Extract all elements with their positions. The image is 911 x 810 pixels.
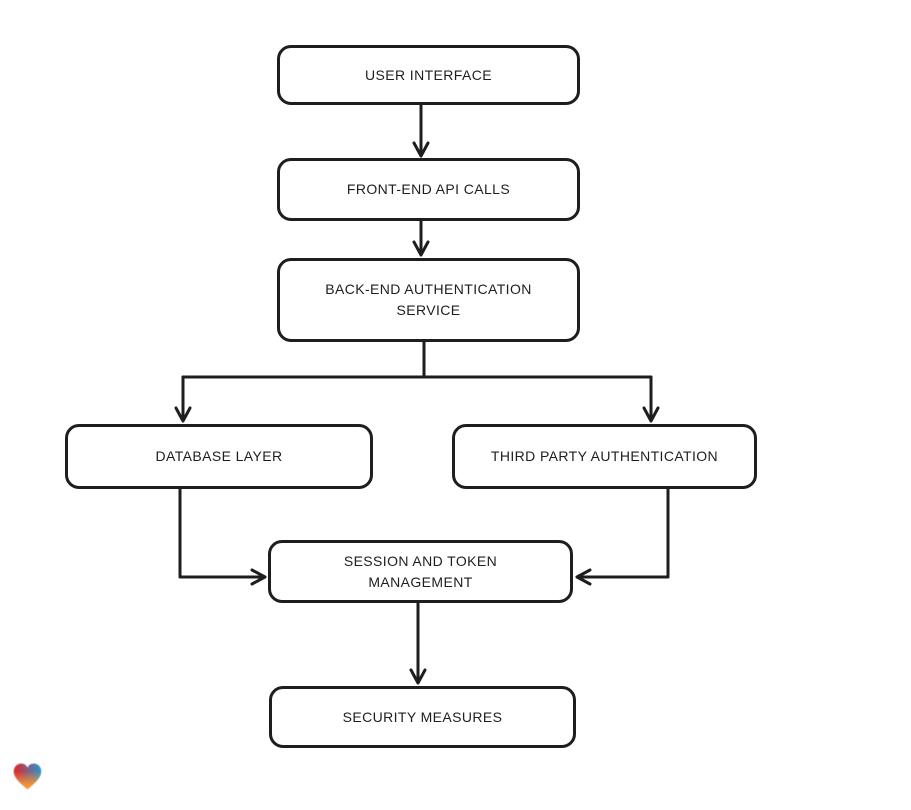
node-label: SESSION AND TOKEN MANAGEMENT (343, 552, 498, 590)
node-label: USER INTERFACE (365, 66, 492, 83)
edge-third-party-to-session-management (575, 487, 670, 586)
edge-back-end-to-third-party-authentication (642, 375, 660, 423)
heart-logo[interactable] (11, 760, 44, 793)
edge-back-end-to-database-layer (174, 375, 192, 423)
heart-icon (13, 763, 42, 790)
edge-session-management-to-security-measures (409, 601, 427, 685)
node-label: SECURITY MEASURES (342, 708, 503, 725)
node-label: BACK-END AUTHENTICATION SERVICE (325, 281, 532, 318)
node-third-party-authentication: THIRD PARTY AUTHENTICATION (452, 424, 757, 489)
node-front-end-api-calls: FRONT-END API CALLS (277, 158, 580, 221)
edge-back-end-branch-trunk (181, 340, 653, 379)
node-security-measures: SECURITY MEASURES (269, 686, 576, 748)
node-label: THIRD PARTY AUTHENTICATION (490, 448, 719, 464)
node-label: FRONT-END API CALLS (346, 181, 511, 197)
edge-user-interface-to-front-end-api-calls (412, 102, 430, 158)
node-session-and-token-management: SESSION AND TOKEN MANAGEMENT (268, 540, 573, 603)
node-database-layer: DATABASE LAYER (65, 424, 373, 489)
node-label: DATABASE LAYER (155, 448, 283, 464)
edge-front-end-api-calls-to-back-end-authentication-service (412, 219, 430, 257)
node-user-interface: USER INTERFACE (277, 45, 580, 105)
edge-database-layer-to-session-management (178, 487, 267, 586)
node-back-end-authentication-service: BACK-END AUTHENTICATION SERVICE (277, 258, 580, 342)
